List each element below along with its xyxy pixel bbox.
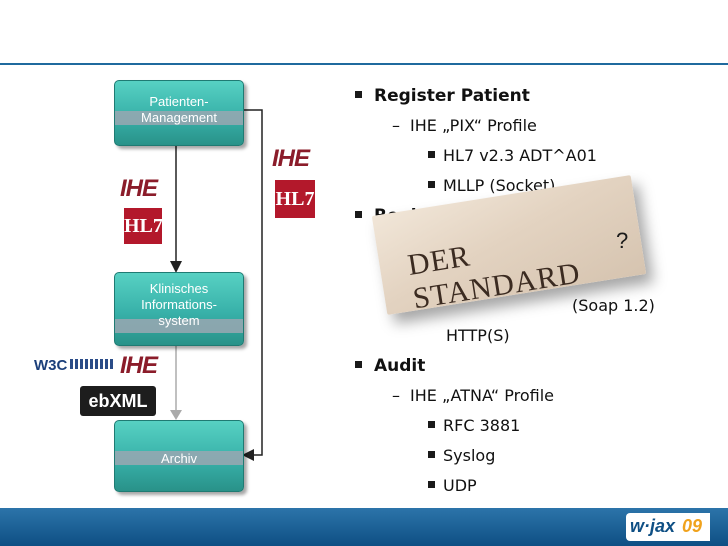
list-subsub-text: UDP [443, 476, 477, 495]
list-item-text: Register Patient [374, 86, 530, 106]
dash-icon: – [392, 386, 400, 405]
box-archiv: Archiv [114, 420, 244, 492]
dash-icon: – [392, 116, 400, 135]
box-patienten-management: Patienten- Management [114, 80, 244, 146]
list-item-register-patient: Register Patient [355, 86, 530, 106]
list-item-text: Audit [374, 356, 426, 376]
w3c-logo-text: W3C [34, 357, 68, 374]
hl7-logo-2: HL7 [275, 180, 315, 218]
ihe-logo-1: IHE [120, 175, 158, 202]
list-subsub-text: (Soap 1.2) [572, 296, 655, 315]
bullet-square-icon [355, 91, 362, 98]
hl7-logo-2-text: HL7 [275, 188, 315, 210]
list-subsub-udp: UDP [428, 476, 477, 495]
list-sub-pix: –IHE „PIX“ Profile [392, 116, 537, 135]
bullet-square-icon [428, 151, 435, 158]
list-subsub-text: MLLP (Socket) [443, 176, 556, 195]
bullet-square-icon [428, 181, 435, 188]
bullet-square-icon [428, 421, 435, 428]
hl7-logo-1: HL7 [124, 208, 163, 244]
bullet-square-icon [428, 481, 435, 488]
list-subsub-http: HTTP(S) [446, 326, 510, 345]
box-kis-label-1: Klinisches [149, 281, 209, 296]
list-subsub-hl7: HL7 v2.3 ADT^A01 [428, 146, 597, 165]
ebxml-logo: ebXML [80, 386, 156, 416]
box-patienten-label: Patienten- Management [141, 94, 217, 125]
list-subsub-rfc: RFC 3881 [428, 416, 520, 435]
list-subsub-text: HL7 v2.3 ADT^A01 [443, 146, 597, 165]
ihe-logo-3: IHE [120, 352, 158, 379]
list-sub-atna: –IHE „ATNA“ Profile [392, 386, 554, 405]
list-subsub-mllp: MLLP (Socket) [428, 176, 555, 195]
box-kis-label-2: Informations- [141, 297, 217, 312]
question-mark: ? [616, 228, 629, 253]
bullet-square-icon [428, 451, 435, 458]
wjax-logo: w·jax 09 [626, 513, 710, 541]
w3c-logo-stripes [70, 359, 114, 369]
list-subsub-syslog: Syslog [428, 446, 495, 465]
list-sub-text: IHE „ATNA“ Profile [410, 386, 554, 405]
ebxml-logo-text: ebXML [88, 391, 148, 411]
list-subsub-text: Syslog [443, 446, 496, 465]
box-archiv-label: Archiv [160, 451, 198, 466]
wjax-logo-year: 09 [682, 516, 703, 536]
footer-bar: w·jax 09 [0, 508, 728, 546]
hl7-logo-1-text: HL7 [124, 215, 163, 237]
arrow-patient-to-archiv [242, 109, 263, 461]
top-rule [0, 63, 728, 65]
ihe-logo-2: IHE [272, 145, 310, 172]
wjax-logo-text: w·jax [630, 516, 676, 536]
list-sub-text: IHE „PIX“ Profile [410, 116, 537, 135]
list-item-audit: Audit [355, 356, 425, 376]
box-kis-label-3: system [158, 313, 200, 328]
bullet-square-icon [355, 361, 362, 368]
list-subsub-text: HTTP(S) [446, 326, 510, 345]
bullet-square-icon [355, 211, 362, 218]
box-klinisches-informationssystem: Klinisches Informations- system [114, 272, 244, 346]
w3c-logo: W3C [34, 355, 114, 374]
list-subsub-soap: (Soap 1.2) [572, 296, 655, 315]
list-subsub-text: RFC 3881 [443, 416, 521, 435]
